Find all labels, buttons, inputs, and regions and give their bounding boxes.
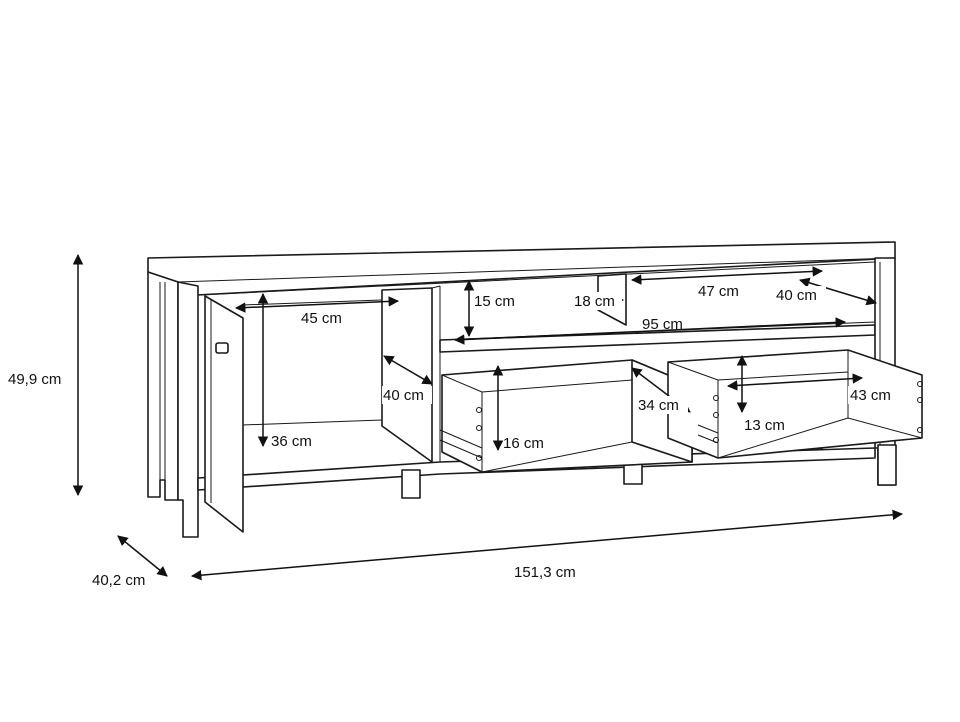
left-front-leg bbox=[177, 281, 199, 538]
depth-label: 40,2 cm bbox=[92, 572, 145, 589]
left-inner-height-label: 36 cm bbox=[271, 433, 312, 450]
center-divider bbox=[381, 287, 433, 463]
door-handle bbox=[215, 342, 229, 354]
drawer2-width-label: 43 cm bbox=[850, 387, 891, 404]
left-side-panel bbox=[147, 271, 179, 501]
leg-1 bbox=[401, 469, 421, 499]
drawer2-width-dim-line bbox=[726, 373, 864, 391]
left-inner-width-label: 45 cm bbox=[301, 310, 342, 327]
height-label: 49,9 cm bbox=[8, 371, 61, 388]
middle-width-dim-line bbox=[453, 317, 847, 345]
drawer-1 bbox=[439, 359, 693, 473]
open-door bbox=[204, 295, 244, 533]
right-shelf-depth-dim-line bbox=[798, 277, 878, 306]
leg-3 bbox=[877, 444, 897, 486]
dimension-labels: 49,9 cm 40,2 cm 151,3 cm 45 cm 36 cm 40 … bbox=[8, 283, 900, 589]
drawer2-height-label: 13 cm bbox=[744, 417, 785, 434]
left-inner-depth-label: 40 cm bbox=[383, 387, 424, 404]
divider-width-label: 18 cm bbox=[574, 293, 615, 310]
middle-width-label: 95 cm bbox=[642, 316, 683, 333]
cabinet-top bbox=[147, 241, 896, 297]
left-depth-dim-line bbox=[383, 355, 433, 385]
drawer1-height-label: 16 cm bbox=[503, 435, 544, 452]
right-shelf-width-dim-line bbox=[630, 266, 824, 285]
right-shelf-depth-label: 40 cm bbox=[776, 287, 817, 304]
drawer1-depth-label: 34 cm bbox=[638, 397, 679, 414]
right-shelf-width-label: 47 cm bbox=[698, 283, 739, 300]
width-label: 151,3 cm bbox=[514, 564, 576, 581]
dimension-lines bbox=[72, 253, 904, 581]
depth-dim-line bbox=[117, 535, 168, 577]
width-dim-line bbox=[190, 509, 904, 581]
top-shelf-height-label: 15 cm bbox=[474, 293, 515, 310]
